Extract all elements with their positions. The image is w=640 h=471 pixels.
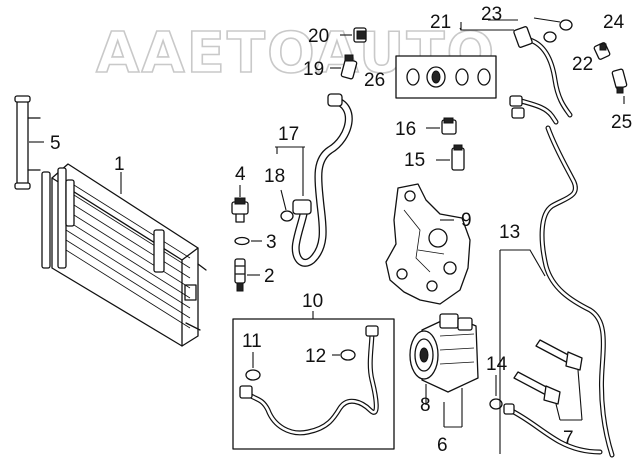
callout-6: 6 — [437, 435, 448, 456]
callout-labels: 1 2 3 4 5 6 7 8 9 10 11 12 13 14 15 16 1… — [50, 4, 632, 456]
discharge-line-box — [232, 311, 395, 450]
callout-16: 16 — [395, 119, 416, 140]
liquid-line-13 — [499, 125, 615, 458]
callout-14: 14 — [486, 354, 508, 375]
o-ring-11 — [245, 352, 261, 381]
callout-8: 8 — [420, 395, 431, 416]
callout-13: 13 — [499, 222, 520, 243]
o-ring-14 — [489, 375, 503, 410]
fitting-16 — [426, 117, 457, 135]
callout-3: 3 — [266, 232, 277, 253]
callout-5: 5 — [50, 133, 61, 154]
callout-1: 1 — [114, 154, 125, 175]
callout-4: 4 — [235, 164, 246, 185]
callout-18: 18 — [264, 166, 285, 187]
fitting-22 — [593, 42, 611, 60]
callout-24: 24 — [603, 12, 625, 33]
callout-17: 17 — [278, 124, 299, 145]
suction-hose-17 — [275, 93, 353, 267]
fitting-19 — [330, 54, 358, 80]
service-valve — [234, 258, 260, 292]
callout-15: 15 — [404, 150, 425, 171]
receiver-drier — [14, 95, 44, 190]
callout-9: 9 — [461, 210, 472, 231]
callout-22: 22 — [572, 54, 593, 75]
callout-2: 2 — [264, 266, 275, 287]
callout-20: 20 — [308, 26, 329, 47]
o-ring-12 — [332, 349, 356, 361]
pressure-switch — [231, 185, 249, 223]
fitting-15 — [436, 144, 465, 171]
callout-10: 10 — [302, 291, 323, 312]
sensor-25 — [611, 68, 628, 104]
seal-kit — [395, 55, 497, 99]
ac-compressor — [409, 313, 479, 428]
callout-7: 7 — [563, 428, 574, 449]
condenser — [41, 163, 207, 347]
fitting-20 — [340, 27, 367, 43]
callout-12: 12 — [305, 346, 326, 367]
o-ring-18 — [280, 189, 294, 222]
callout-21: 21 — [430, 12, 451, 33]
compressor-bracket — [385, 183, 471, 305]
callout-25: 25 — [611, 112, 632, 133]
o-rings-23 — [488, 17, 573, 43]
callout-19: 19 — [303, 59, 324, 80]
bolts-7 — [513, 339, 583, 421]
o-ring-3 — [234, 236, 262, 246]
callout-11: 11 — [242, 331, 262, 352]
callout-23: 23 — [481, 4, 502, 25]
callout-26: 26 — [364, 70, 385, 91]
ac-line-21 — [459, 22, 573, 125]
